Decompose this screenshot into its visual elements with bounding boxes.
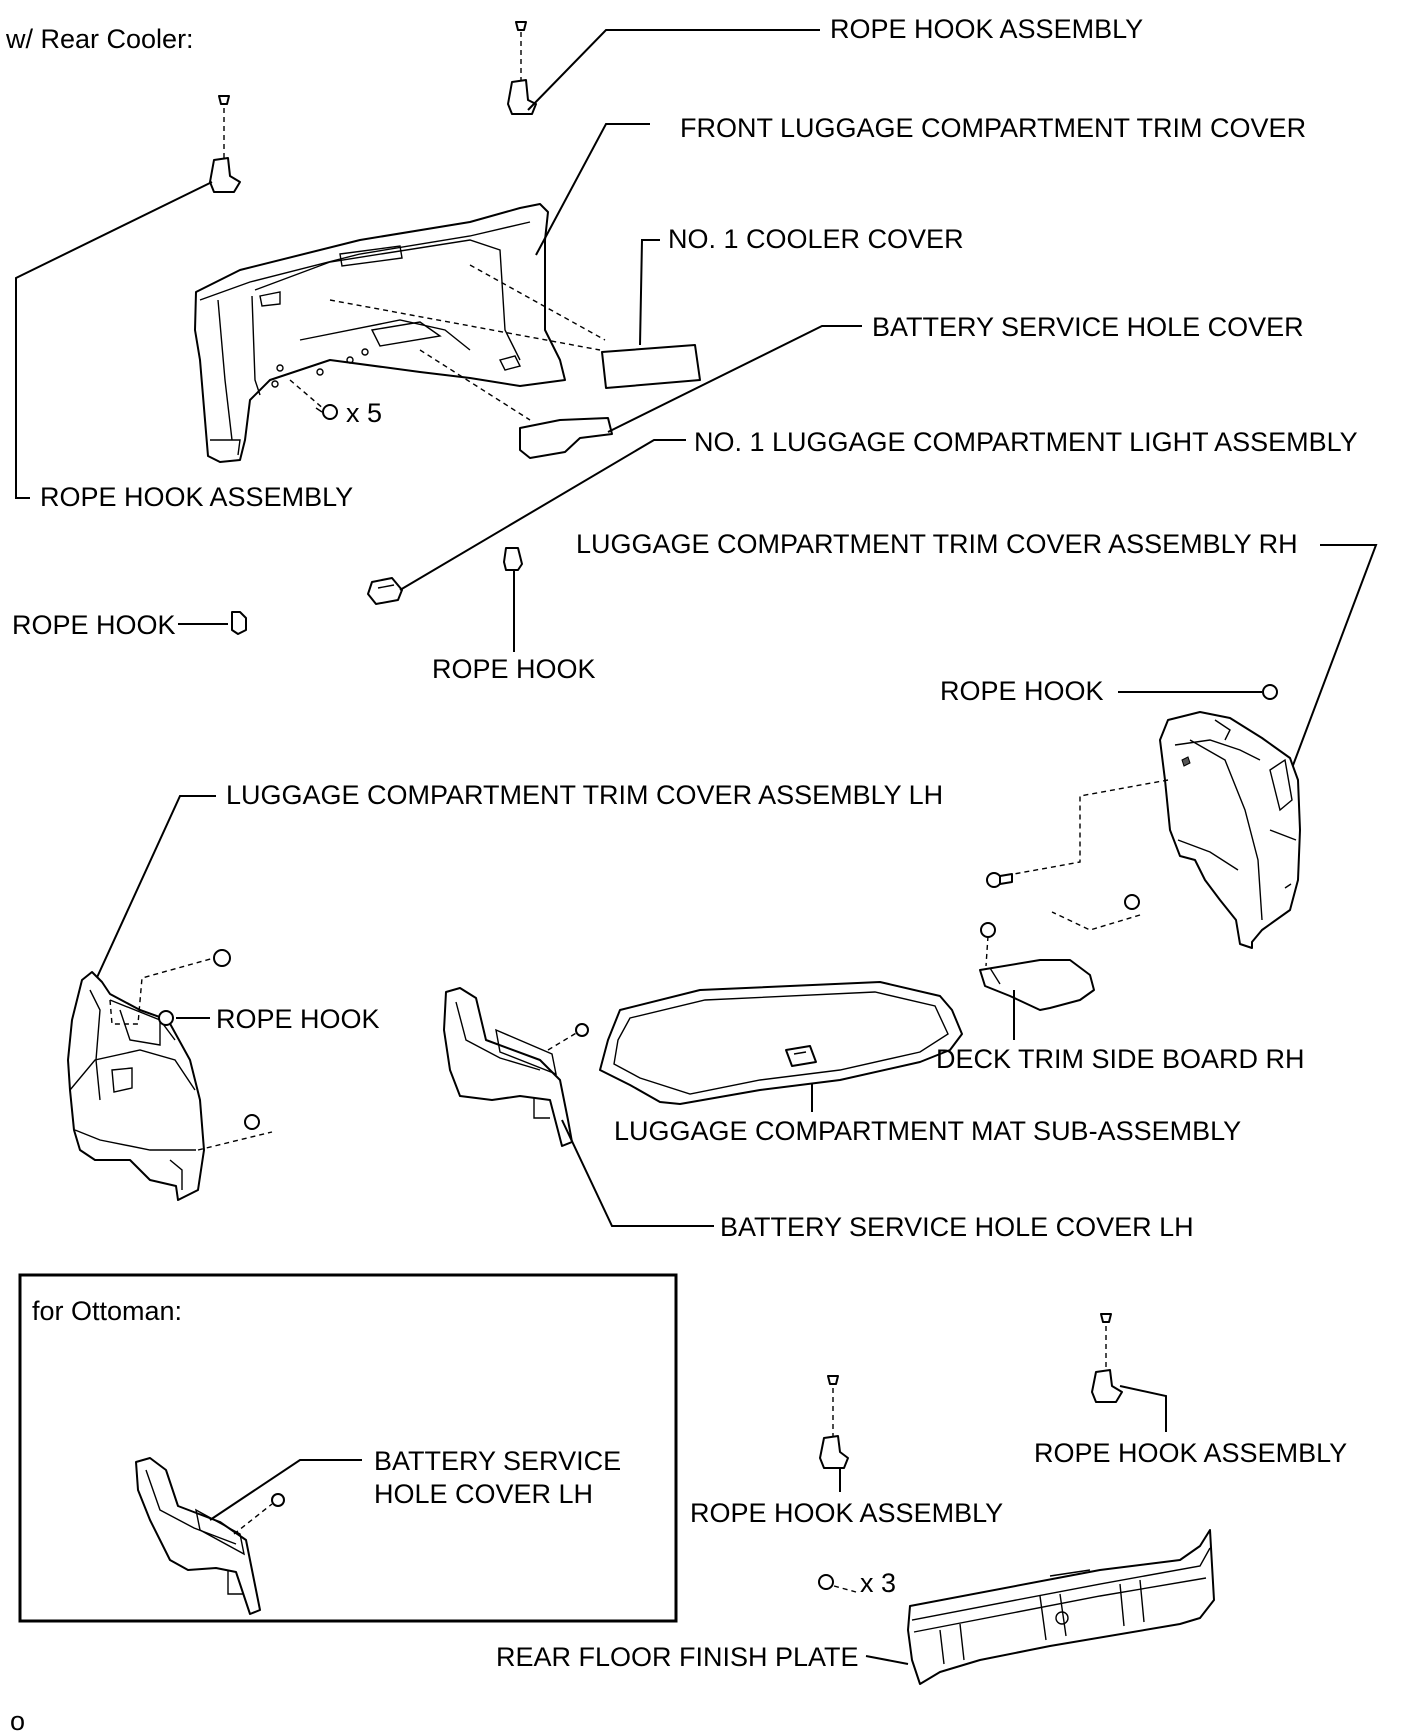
rope-hook-center-part xyxy=(503,547,523,571)
label-deck-trim-side-board-rh: DECK TRIM SIDE BOARD RH xyxy=(936,1044,1305,1074)
clip-x5-part xyxy=(315,404,338,420)
rope-hook-assembly-left-part xyxy=(209,95,241,193)
leader-rope-hook-assembly-bottom-right xyxy=(1119,1385,1167,1432)
label-rope-hook-assembly-top: ROPE HOOK ASSEMBLY xyxy=(830,14,1143,44)
screw-rh-part xyxy=(986,872,1013,888)
ottoman-inset-box xyxy=(18,1273,678,1623)
dash-battery-cover xyxy=(419,349,531,421)
label-front-trim-cover: FRONT LUGGAGE COMPARTMENT TRIM COVER xyxy=(680,113,1306,143)
clip-x3-part xyxy=(818,1574,834,1590)
dash-ottoman-screw xyxy=(233,1503,273,1535)
rope-hook-rh-part xyxy=(1262,684,1278,700)
deck-trim-side-board-part xyxy=(979,959,1095,1011)
leader-rope-hook-assembly-left xyxy=(15,181,213,499)
battery-service-hole-cover-part xyxy=(519,417,613,459)
dash-lh-clip xyxy=(197,1131,273,1151)
rope-hook-assembly-bottom-right-part xyxy=(1091,1313,1123,1403)
dash-cooler-cover xyxy=(469,264,606,341)
label-battery-cover-lh: BATTERY SERVICE HOLE COVER LH xyxy=(720,1212,1194,1242)
label-trim-cover-lh: LUGGAGE COMPARTMENT TRIM COVER ASSEMBLY … xyxy=(226,780,943,810)
leader-battery-cover-lh xyxy=(561,1119,714,1227)
label-clip-count-5: x 5 xyxy=(346,398,382,428)
label-mat-sub-assembly: LUGGAGE COMPARTMENT MAT SUB-ASSEMBLY xyxy=(614,1116,1241,1146)
label-rope-hook-assembly-left: ROPE HOOK ASSEMBLY xyxy=(40,482,353,512)
screw-ottoman-part xyxy=(271,1493,285,1507)
screw-deck-part xyxy=(980,922,996,938)
dash-rh-clip xyxy=(1051,911,1141,931)
dash-clip-x3 xyxy=(833,1585,857,1593)
figure-code: o xyxy=(10,1706,25,1734)
ottoman-heading: for Ottoman: xyxy=(32,1296,182,1326)
rear-floor-finish-plate-part xyxy=(907,1529,1215,1685)
dash-deck-screw xyxy=(985,935,989,967)
label-rear-floor-finish-plate: REAR FLOOR FINISH PLATE xyxy=(496,1642,859,1672)
screw-battery-lh-part xyxy=(575,1023,589,1037)
label-no1-light-assembly: NO. 1 LUGGAGE COMPARTMENT LIGHT ASSEMBLY xyxy=(694,427,1358,457)
label-ottoman-battery-cover-line2: HOLE COVER LH xyxy=(374,1479,593,1509)
leader-front-trim-cover xyxy=(535,123,650,256)
label-rope-hook-left: ROPE HOOK xyxy=(12,610,176,640)
clip-lh-part xyxy=(244,1114,260,1130)
dash-lh-screw xyxy=(109,957,215,1025)
leader-no1-cooler-cover xyxy=(639,239,660,346)
label-rope-hook-rh: ROPE HOOK xyxy=(940,676,1104,706)
trim-cover-lh-part xyxy=(67,971,205,1201)
label-battery-service-hole-cover: BATTERY SERVICE HOLE COVER xyxy=(872,312,1304,342)
label-rope-hook-lh: ROPE HOOK xyxy=(216,1004,380,1034)
rope-hook-left-part xyxy=(231,611,247,635)
leader-no1-light-assembly xyxy=(399,439,686,591)
screw-lh-part xyxy=(213,949,231,967)
leader-trim-cover-rh xyxy=(1291,544,1378,769)
battery-cover-lh-part xyxy=(443,987,573,1147)
label-clip-count-3: x 3 xyxy=(860,1568,896,1598)
dash-rh-screw xyxy=(1013,779,1169,875)
rope-hook-assembly-bottom-mid-part xyxy=(819,1375,849,1469)
rear-cooler-heading: w/ Rear Cooler: xyxy=(5,24,194,54)
front-luggage-trim-cover-part xyxy=(194,203,566,463)
rope-hook-assembly-top-part xyxy=(507,21,537,115)
label-rope-hook-assembly-bottom-mid: ROPE HOOK ASSEMBLY xyxy=(690,1498,1003,1528)
label-no1-cooler-cover: NO. 1 COOLER COVER xyxy=(668,224,964,254)
luggage-mat-part xyxy=(599,981,963,1105)
trim-cover-rh-part xyxy=(1159,711,1301,949)
leader-trim-cover-lh xyxy=(93,795,216,985)
leader-rear-floor-finish-plate xyxy=(865,1655,909,1665)
label-rope-hook-assembly-bottom-right: ROPE HOOK ASSEMBLY xyxy=(1034,1438,1347,1468)
dash-clip xyxy=(289,379,326,411)
no1-cooler-cover-part xyxy=(601,344,701,389)
label-ottoman-battery-cover-line1: BATTERY SERVICE xyxy=(374,1446,621,1476)
label-rope-hook-center: ROPE HOOK xyxy=(432,654,596,684)
ottoman-battery-cover-part xyxy=(135,1457,261,1615)
rope-hook-lh-part xyxy=(158,1010,174,1026)
leader-battery-service-hole-cover xyxy=(607,325,862,433)
dash-battery-lh-screw xyxy=(547,1031,579,1051)
clip-rh-part xyxy=(1124,894,1140,910)
label-trim-cover-rh: LUGGAGE COMPARTMENT TRIM COVER ASSEMBLY … xyxy=(576,529,1298,559)
no1-light-assembly-part xyxy=(367,577,403,605)
leader-rope-hook-assembly-top xyxy=(527,29,820,111)
leader-ottoman-battery-cover xyxy=(209,1459,362,1521)
dash-cooler-cover-2 xyxy=(329,299,601,351)
